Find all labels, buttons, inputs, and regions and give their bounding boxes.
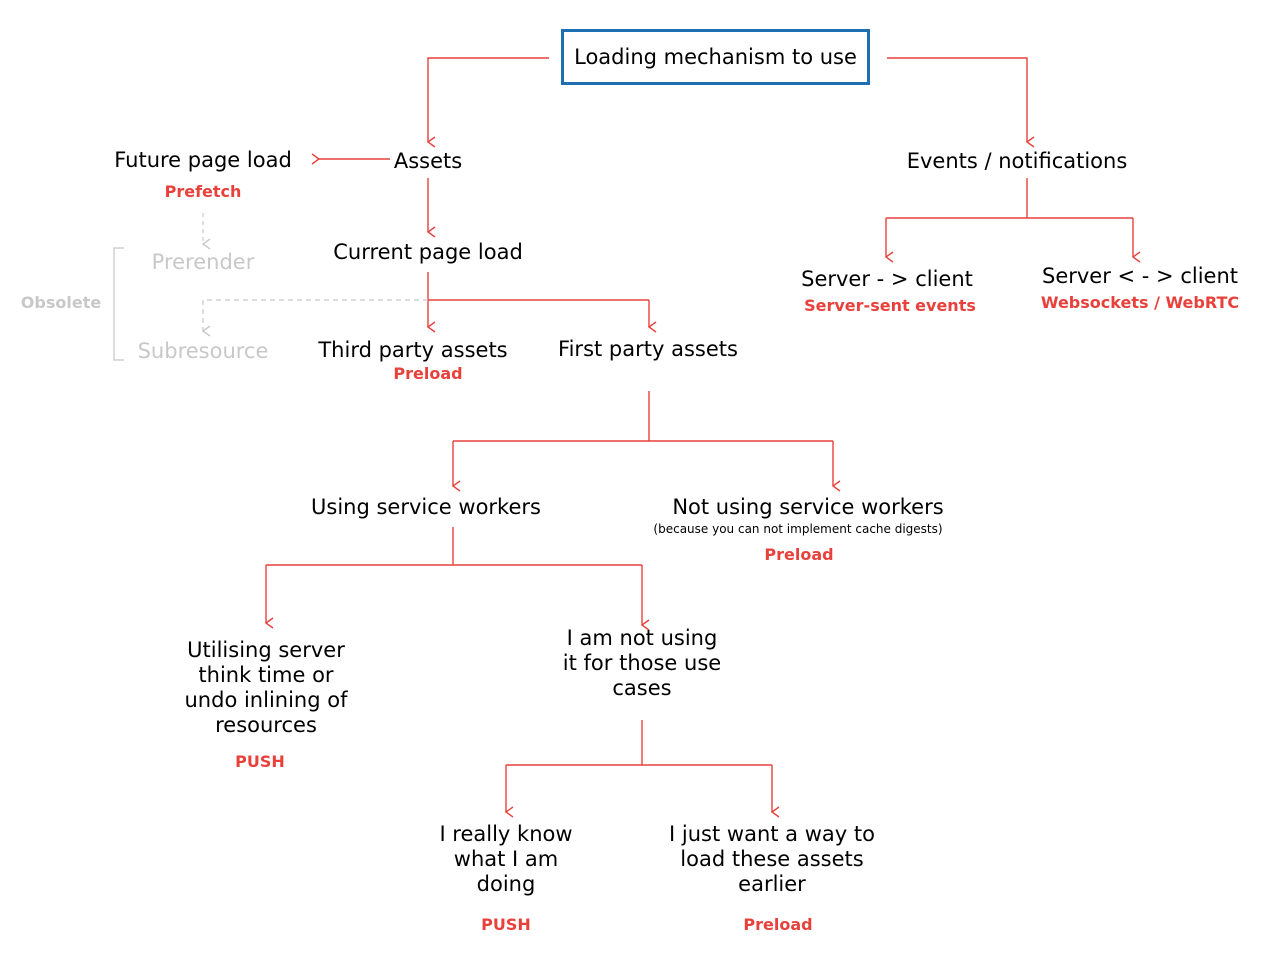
node-server-to-client: Server - > client (801, 267, 973, 291)
tag-third-party-preload: Preload (393, 364, 463, 383)
connector-root-assets (428, 57, 549, 142)
root-node: Loading mechanism to use (561, 29, 870, 85)
node-assets: Assets (393, 149, 463, 173)
tag-utilising-push: PUSH (235, 752, 285, 771)
node-prerender: Prerender (151, 250, 255, 274)
node-subresource: Subresource (137, 339, 269, 363)
tag-not-using-preload: Preload (764, 545, 834, 564)
node-just-want: I just want a way to load these assets e… (669, 822, 875, 896)
node-future-page-load: Future page load (114, 148, 292, 172)
node-server-both-client: Server < - > client (1041, 264, 1238, 288)
connector-root-events (887, 57, 1027, 142)
connector-events-split (886, 178, 1133, 219)
node-not-using-cases: I am not using it for those use cases (562, 626, 722, 700)
connector-sw-split (266, 527, 642, 566)
note-cache-digests: (because you can not implement cache dig… (653, 522, 943, 536)
tag-just-want-preload: Preload (743, 915, 813, 934)
node-not-using-service-workers: Not using service workers (672, 495, 944, 519)
connector-cases-split (506, 720, 772, 766)
connector-current-split (427, 272, 649, 301)
label-obsolete: Obsolete (20, 293, 102, 312)
node-third-party-assets: Third party assets (318, 338, 508, 362)
node-really-know: I really know what I am doing (439, 822, 573, 896)
root-label: Loading mechanism to use (574, 45, 857, 69)
connector-current-subresource (203, 299, 428, 331)
tag-websockets: Websockets / WebRTC (1040, 293, 1240, 312)
node-using-service-workers: Using service workers (311, 495, 541, 519)
obsolete-bracket (113, 247, 124, 361)
node-events: Events / notifications (906, 149, 1128, 173)
tag-prefetch: Prefetch (164, 182, 242, 201)
tag-server-sent-events: Server-sent events (804, 296, 976, 315)
node-utilising-server: Utilising server think time or undo inli… (184, 638, 348, 737)
connector-first-split (453, 391, 833, 442)
tag-really-know-push: PUSH (481, 915, 531, 934)
node-first-party-assets: First party assets (558, 337, 738, 361)
node-current-page-load: Current page load (333, 240, 523, 264)
